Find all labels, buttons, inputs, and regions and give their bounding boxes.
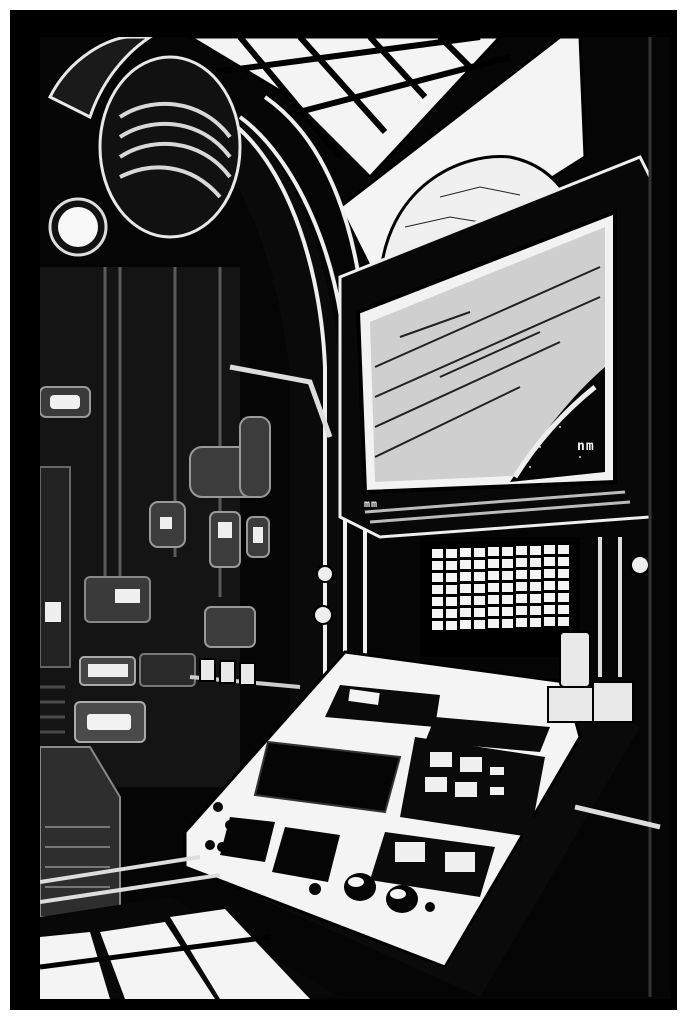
sci-fi-control-room-illustration: nm mm	[40, 37, 670, 999]
grid-display	[420, 537, 580, 657]
main-monitor	[338, 155, 652, 539]
ribbed-pipe	[47, 37, 242, 239]
control-console	[183, 650, 640, 997]
floor	[40, 855, 340, 999]
artwork-frame: nm mm	[10, 10, 677, 1010]
monitor-corner-glyph: nm	[577, 439, 595, 454]
left-wall-machinery	[40, 267, 240, 787]
robot-arm	[149, 416, 271, 648]
illustration-canvas	[40, 37, 670, 999]
console-knobs	[344, 873, 418, 913]
monitor-bezel-glyph: mm	[364, 499, 379, 510]
